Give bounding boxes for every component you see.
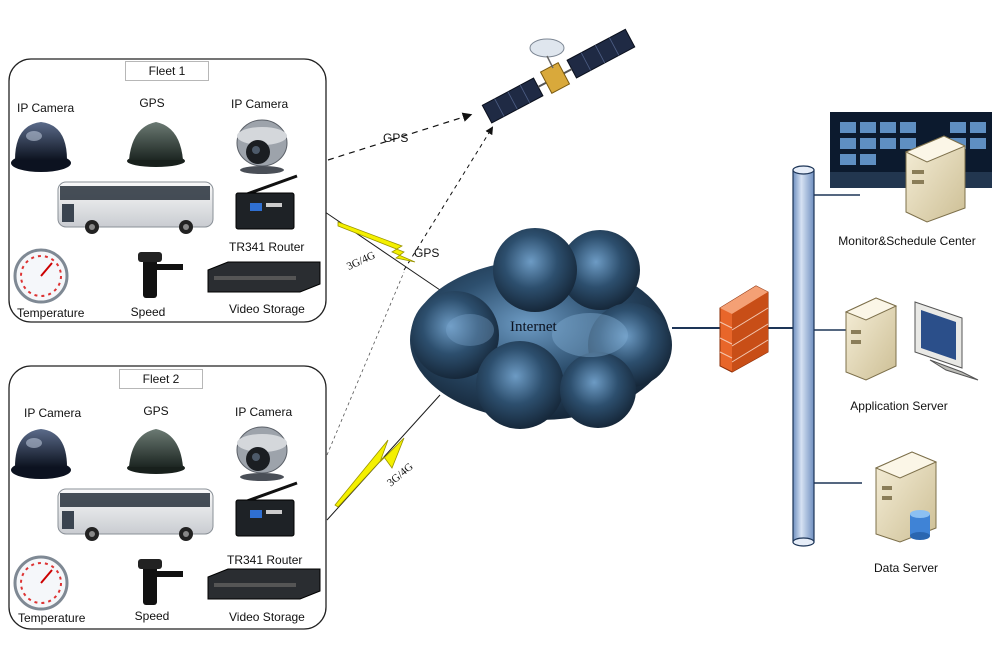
gps-link-lower xyxy=(403,126,494,271)
gps-link-upper xyxy=(327,112,473,161)
monitor-center-icon xyxy=(830,112,992,223)
fleet-1-router-label: TR341 Router xyxy=(229,240,305,254)
database-icon xyxy=(910,510,930,540)
fleet-2-title: Fleet 2 xyxy=(119,369,203,389)
lightning-icon xyxy=(337,221,416,263)
fleet-1-ip-camera-right-label: IP Camera xyxy=(231,97,289,111)
fleet-2-router-label: TR341 Router xyxy=(227,553,303,567)
fleet-2-speed-label: Speed xyxy=(134,609,170,623)
fleet2-gps-link xyxy=(326,271,405,456)
desktop-monitor-icon xyxy=(914,301,979,381)
network-bus-pipe xyxy=(792,165,815,547)
internet-cloud-icon xyxy=(410,228,672,429)
gps-link-upper-label: GPS xyxy=(383,131,409,145)
fleet-1-gps-label: GPS xyxy=(139,96,165,110)
fleet-2-video-storage-label: Video Storage xyxy=(229,610,305,624)
application-server-label: Application Server xyxy=(850,399,948,413)
temperature-gauge-icon xyxy=(13,248,69,304)
speed-sensor-icon xyxy=(138,252,183,298)
gps-link-lower-label: GPS xyxy=(414,246,440,260)
fleet-1-ip-camera-left-label: IP Camera xyxy=(17,101,75,115)
monitor-center-label: Monitor&Schedule Center xyxy=(838,234,976,248)
firewall-icon xyxy=(719,285,769,373)
lightning-icon xyxy=(334,437,405,508)
fleet-2-gps-label: GPS xyxy=(143,404,169,418)
fleet-1-temperature-label: Temperature xyxy=(17,306,85,320)
dome-camera-icon xyxy=(11,122,71,172)
fleet-2-temperature-label: Temperature xyxy=(18,611,86,625)
video-storage-icon xyxy=(207,261,321,293)
fleet-2-ip-camera-left-label: IP Camera xyxy=(24,406,82,420)
bus-icon xyxy=(57,181,214,234)
gps-antenna-icon xyxy=(127,122,185,167)
data-server-label: Data Server xyxy=(873,561,939,575)
fleet-1-speed-label: Speed xyxy=(130,305,166,319)
internet-label: Internet xyxy=(510,319,557,335)
fleet-1-title: Fleet 1 xyxy=(125,61,209,81)
router-icon xyxy=(235,174,298,230)
satellite-icon xyxy=(481,28,636,124)
fleet-1-video-storage-label: Video Storage xyxy=(229,302,305,316)
ip-camera-icon xyxy=(236,119,288,174)
application-server-icon xyxy=(844,297,898,381)
fleet-1-devices xyxy=(11,119,321,304)
fleet-2-ip-camera-right-label: IP Camera xyxy=(235,405,293,419)
